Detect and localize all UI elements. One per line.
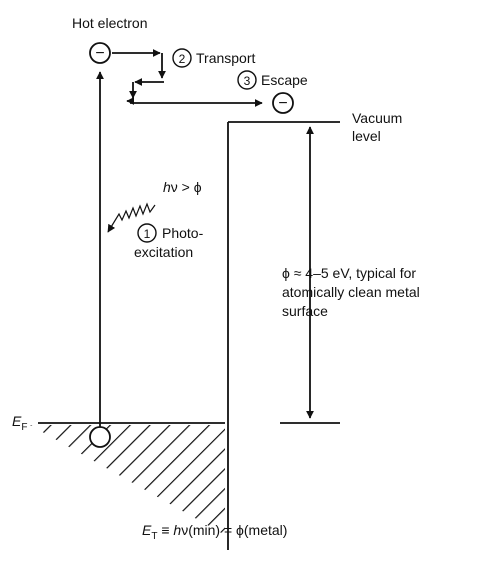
work-function-line1: ϕ ≈ 4–5 eV, typical for	[282, 265, 416, 281]
vacuum-label-line1: Vacuum	[352, 110, 402, 126]
photon-h: h	[163, 179, 171, 195]
hot-electron-label: Hot electron	[72, 15, 147, 31]
escape-label: Escape	[261, 72, 308, 88]
hot-electron: −	[89, 42, 111, 64]
photon-condition: ν > ϕ	[171, 179, 202, 195]
transport-path	[112, 49, 263, 107]
work-function-line2: atomically clean metal	[282, 284, 420, 300]
fermi-subscript: F	[21, 422, 27, 433]
photo-label-line1: Photo-	[162, 225, 204, 241]
transport-label: Transport	[196, 50, 256, 66]
step-2-number: 2	[179, 52, 186, 66]
threshold-equiv: ≡	[157, 522, 173, 538]
threshold-h: h	[173, 522, 181, 538]
threshold-rest: ν(min) = ϕ(metal)	[181, 522, 287, 538]
fermi-e: E	[12, 413, 22, 429]
photon-wave	[107, 202, 156, 233]
fermi-level-label: EF	[12, 413, 27, 433]
photo-label-line2: excitation	[134, 244, 193, 260]
threshold-subscript: T	[151, 531, 157, 542]
step-2-marker: 2	[172, 48, 192, 68]
escaped-electron: −	[272, 92, 294, 114]
work-function-line3: surface	[282, 303, 328, 319]
vacuum-label-line2: level	[352, 128, 381, 144]
step-1-number: 1	[144, 227, 151, 241]
step-3-number: 3	[244, 74, 251, 88]
hot-electron-symbol: −	[95, 45, 104, 62]
threshold-equation: ET ≡ hν(min) = ϕ(metal)	[142, 522, 287, 542]
step-3-marker: 3	[237, 70, 257, 90]
escaped-electron-symbol: −	[278, 95, 287, 112]
hole-circle	[89, 426, 111, 448]
photon-energy-label: hν > ϕ	[163, 179, 202, 195]
threshold-e: E	[142, 522, 152, 538]
step-1-marker: 1	[137, 223, 157, 243]
